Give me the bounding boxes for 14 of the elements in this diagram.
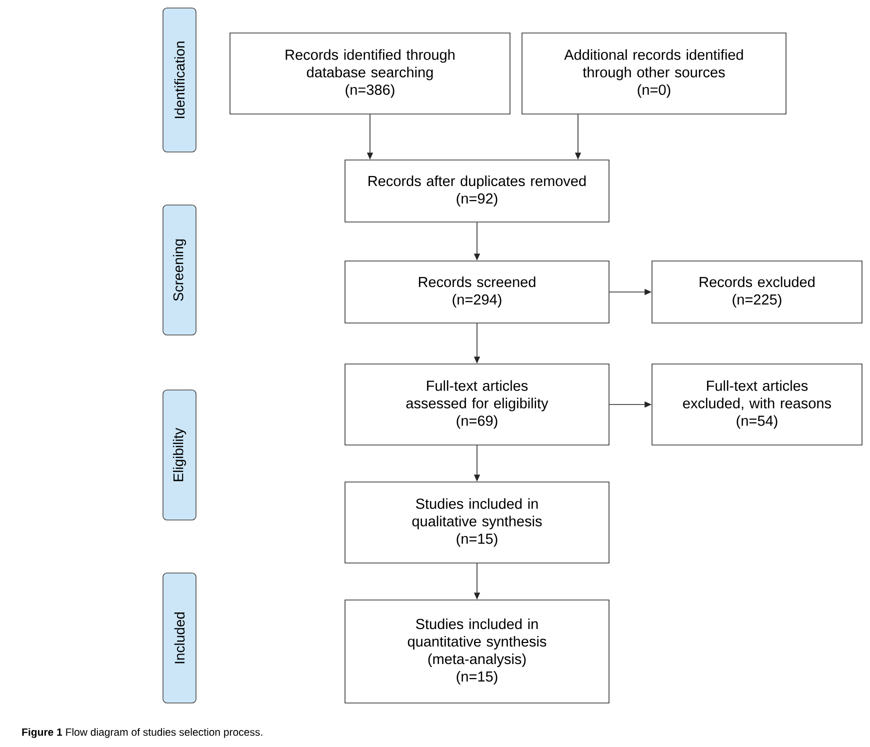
process-box: Additional records identified through other sources (n=0): [522, 32, 786, 114]
process-box: Records screened (n=294): [344, 260, 610, 324]
process-box: Records after duplicates removed (n=92): [344, 160, 610, 222]
process-box: Full-text articles excluded, with reasons (n=54): [652, 364, 862, 446]
figure-caption: Figure 1 Flow diagram of studies selection process.: [22, 728, 262, 738]
process-box: Records identified through database searching (n=386): [230, 32, 510, 114]
stage-band: Screening: [162, 204, 196, 336]
process-box: Records excluded (n=225): [652, 260, 862, 324]
stage-band: Included: [162, 572, 196, 704]
process-box: Studies included in qualitative synthesis (n=15): [344, 482, 610, 564]
stage-band: Identification: [162, 8, 196, 152]
stage-band: Eligibility: [162, 390, 196, 520]
process-box: Studies included in quantitative synthesis (meta-analysis) (n=15): [344, 600, 610, 704]
process-box: Full-text articles assessed for eligibility (n=69): [344, 364, 610, 446]
